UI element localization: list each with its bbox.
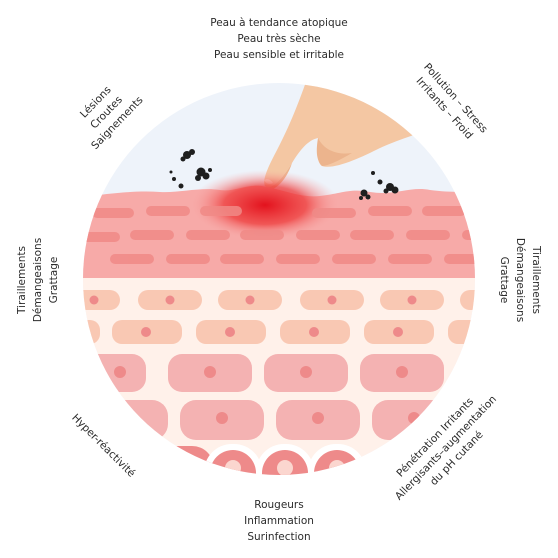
label-bottom: Rougeurs Inflammation Surinfection [244,499,314,543]
svg-text:Peau sensible et irritable: Peau sensible et irritable [214,49,344,61]
svg-text:Démangeaisons: Démangeaisons [32,238,44,322]
label-top-right: Pollution – Stress Irritants – Froid [414,61,490,141]
label-right: Tiraillements Démangeaisons Grattage [498,238,542,322]
svg-text:Rougeurs: Rougeurs [254,499,303,511]
label-top: Peau à tendance atopique Peau très sèche… [210,17,348,61]
svg-text:Démangeaisons: Démangeaisons [514,238,526,322]
svg-text:Inflammation: Inflammation [244,515,314,527]
svg-text:Tiraillements: Tiraillements [16,246,28,315]
label-bottom-left: Hyper-réactivité [69,412,137,480]
inflammation-spot [190,170,340,240]
label-top-left: Lésions Croutes Saignements [78,84,146,152]
svg-text:Grattage: Grattage [48,257,60,304]
svg-text:Grattage: Grattage [498,257,510,304]
pollution-particles-icon [169,149,399,200]
svg-text:Tiraillements: Tiraillements [530,245,542,314]
svg-text:Hyper-réactivité: Hyper-réactivité [69,412,137,480]
label-left: Tiraillements Démangeaisons Grattage [16,238,60,322]
svg-text:Peau à tendance atopique: Peau à tendance atopique [210,17,348,29]
svg-text:Peau très sèche: Peau très sèche [237,33,320,45]
svg-text:Surinfection: Surinfection [247,531,310,543]
cell-row-1 [83,290,475,310]
